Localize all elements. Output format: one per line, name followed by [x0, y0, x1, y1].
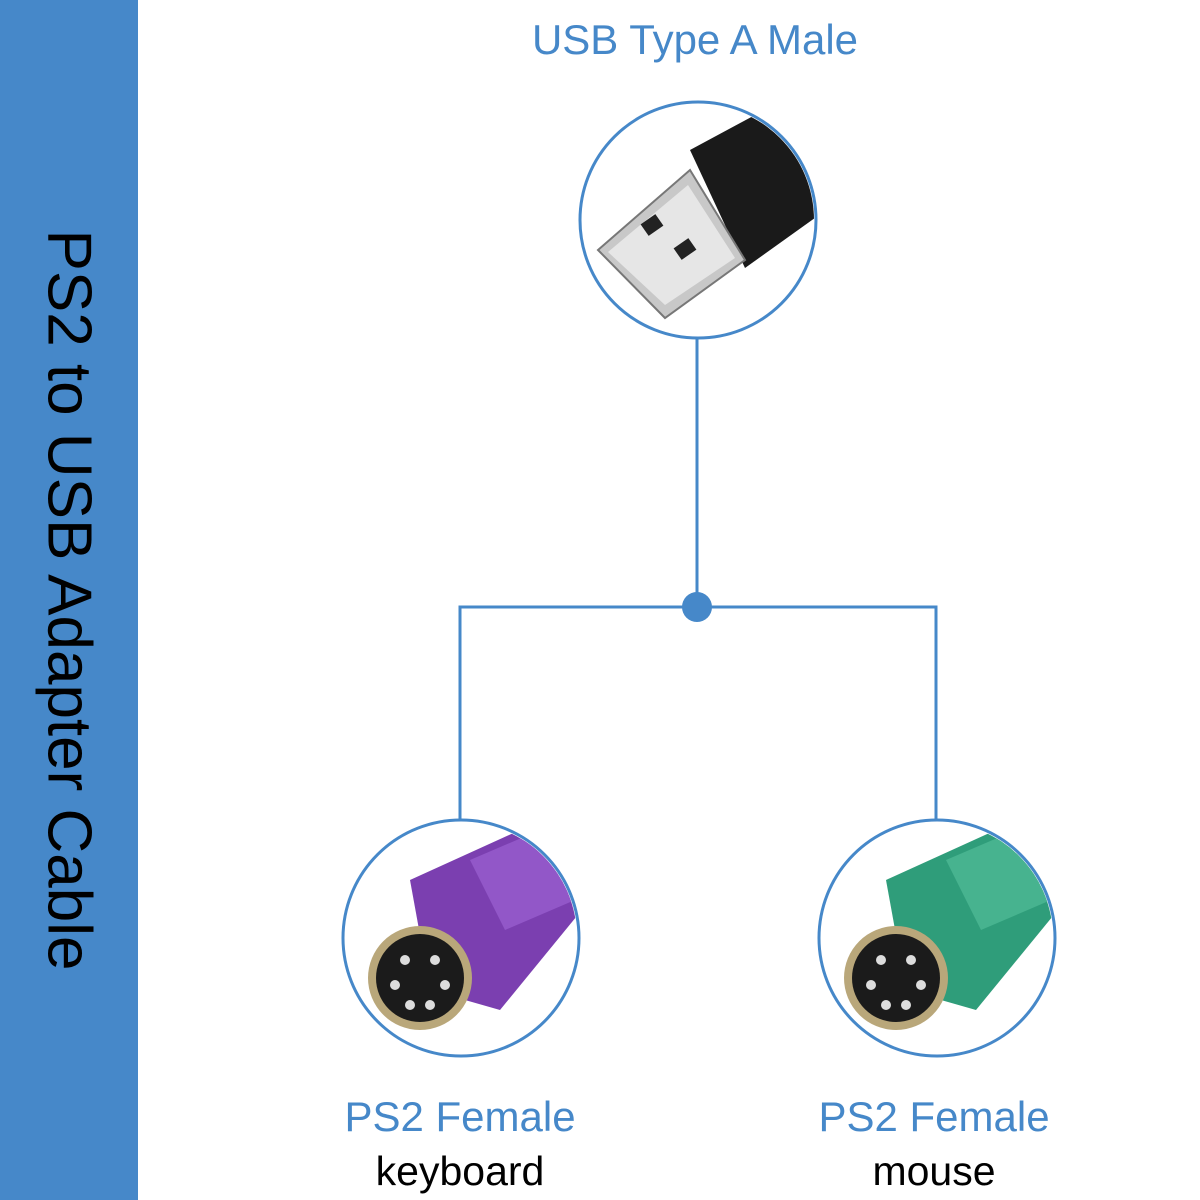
ps2-purple-image: [341, 818, 581, 1058]
branch-line: [458, 605, 938, 820]
left-connector-sub: keyboard: [375, 1148, 545, 1194]
usb-label: USB Type A Male: [531, 16, 859, 63]
right-connector-sub: mouse: [872, 1148, 996, 1194]
right-connector-label: PS2 Female: [818, 1093, 1050, 1140]
usb-connector-image: [578, 100, 818, 340]
junction-dot: [682, 592, 712, 622]
side-banner: PS2 to USB Adapter Cable: [0, 0, 138, 1200]
left-connector-label: PS2 Female: [344, 1093, 576, 1140]
ps2-green-image: [817, 818, 1057, 1058]
